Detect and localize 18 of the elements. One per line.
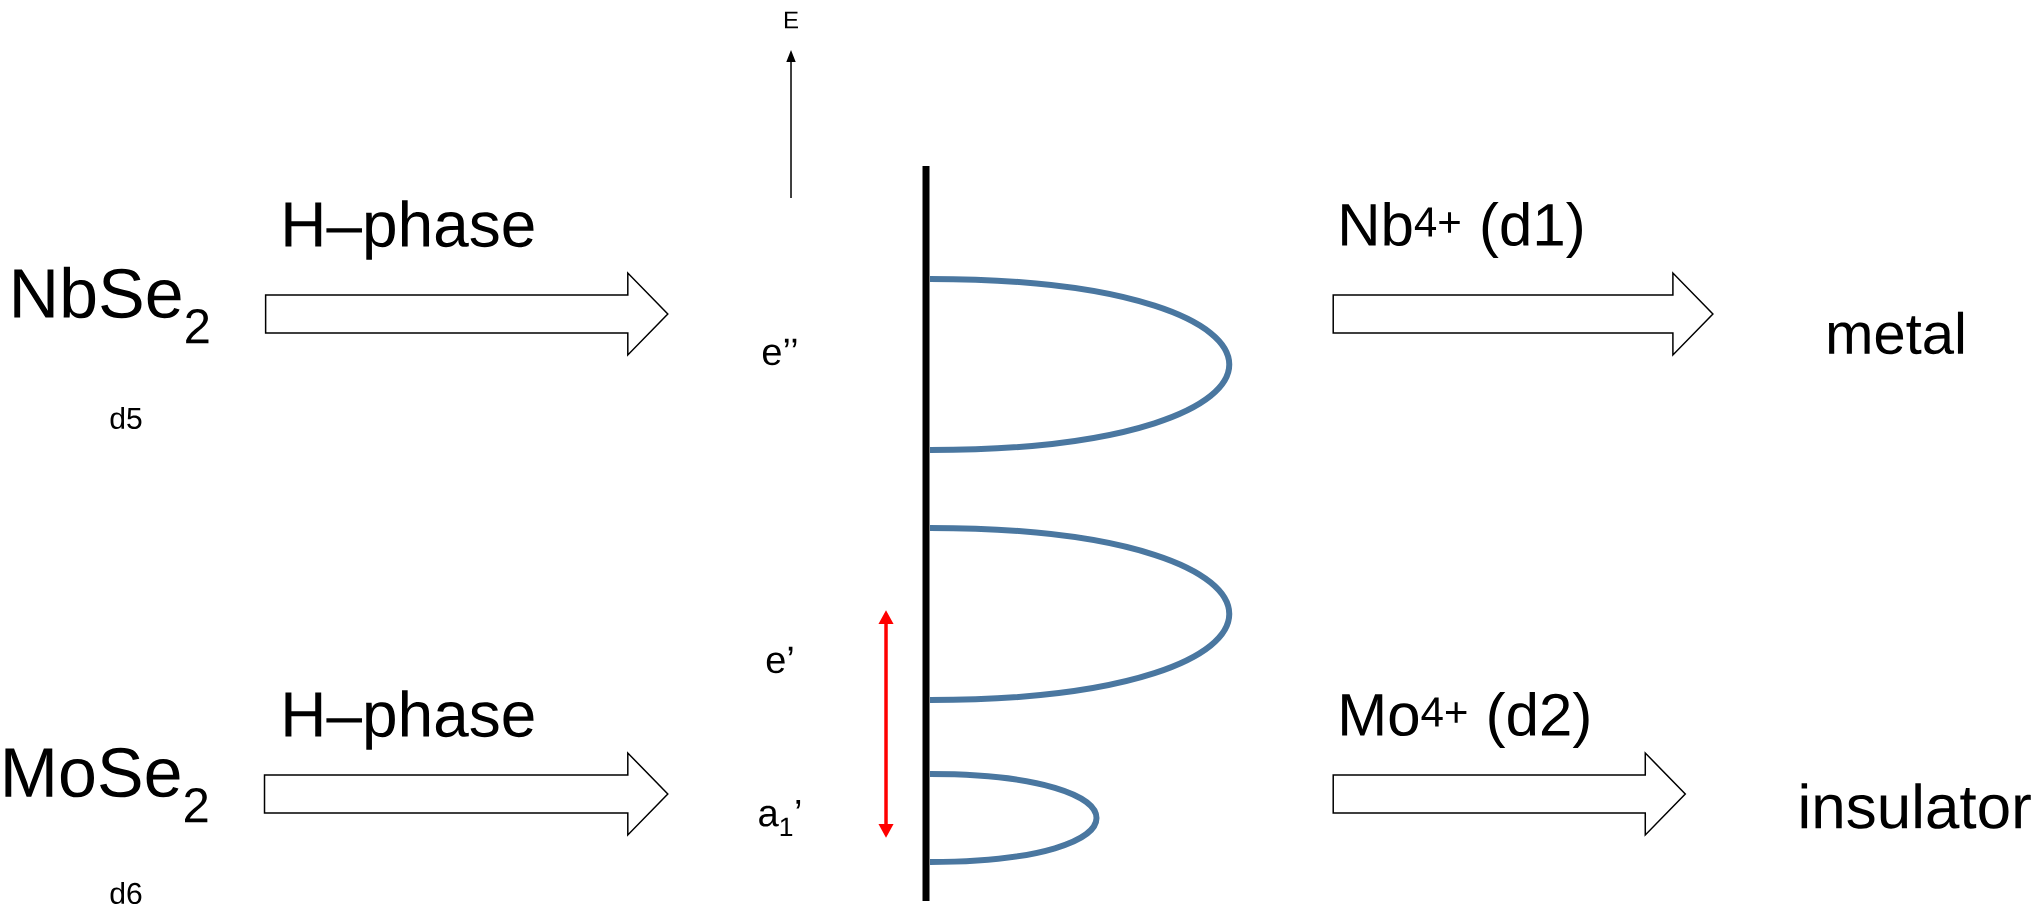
level-label: e’’ <box>762 338 797 366</box>
property-label: metal <box>1828 311 1964 355</box>
axis-label: E <box>785 11 798 29</box>
level-label: a$_{1}$’ <box>759 800 801 836</box>
level-label: e’ <box>766 646 793 674</box>
block-arrow <box>263 751 669 837</box>
block-arrow <box>1332 751 1687 837</box>
block-arrow <box>264 271 669 357</box>
edge-label: H–phase <box>285 690 534 750</box>
compound-label: NbSe$_{2}$ <box>14 266 209 344</box>
property-label: insulator <box>1801 783 2031 829</box>
block-arrow <box>1332 271 1714 357</box>
electron-count-label: d5 <box>110 407 142 430</box>
electron-count-label: d6 <box>110 882 142 905</box>
edge-label: Nb$^{4+}$ (d1) <box>1342 202 1582 258</box>
edge-label: H–phase <box>285 200 534 260</box>
edge-label: Mo$^{4+}$ (d2) <box>1342 692 1589 748</box>
compound-label: MoSe$_{2}$ <box>5 747 208 823</box>
